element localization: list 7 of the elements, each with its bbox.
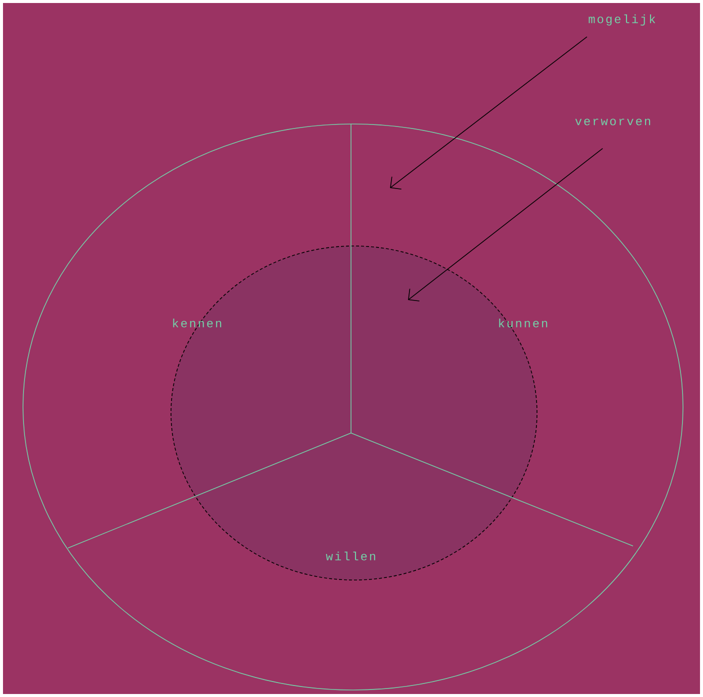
sector-label: kennen	[173, 318, 222, 328]
region-label: mogelijk	[588, 14, 656, 26]
arrow	[408, 148, 604, 302]
sector-label: kunnen	[499, 318, 548, 328]
arrow	[390, 36, 588, 190]
region-label: verworven	[575, 118, 650, 126]
sector-label: willen	[326, 552, 376, 560]
